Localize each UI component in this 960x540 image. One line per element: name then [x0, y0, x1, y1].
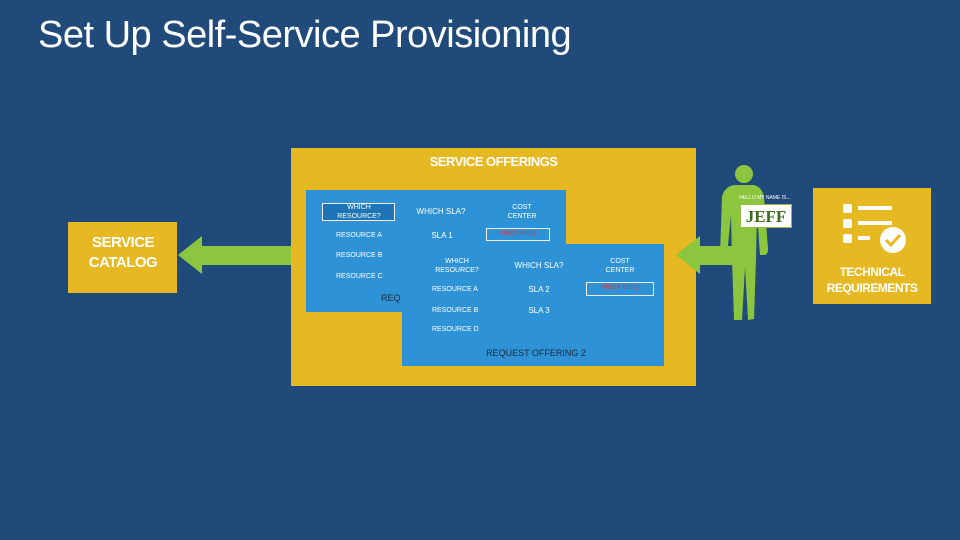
card1-header-resource: WHICH RESOURCE?: [337, 204, 381, 220]
card2-sla-3: SLA 3: [528, 306, 550, 315]
card2-header-cost: COST CENTER: [605, 258, 635, 274]
technical-requirements-label: TECHNICAL REQUIREMENTS: [826, 265, 918, 295]
request-offering-card-2: [402, 244, 664, 366]
card2-resource-d: RESOURCE D: [432, 326, 479, 333]
card1-which-resource-box: [322, 203, 395, 221]
card2-request-label: REQUEST OFFERING 2: [486, 348, 586, 358]
card2-sla-2: SLA 2: [528, 285, 550, 294]
page-title: Set Up Self-Service Provisioning: [38, 14, 572, 56]
card2-header-resource: WHICH RESOURCE?: [435, 258, 479, 274]
checklist-icon: [843, 204, 906, 253]
card2-resource-b: RESOURCE B: [432, 307, 479, 314]
card1-resource-a: RESOURCE A: [336, 232, 382, 239]
left-arrow: [178, 236, 292, 274]
service-catalog-box: SERVICE CATALOG: [68, 222, 177, 293]
technical-requirements-box: TECHNICAL REQUIREMENTS: [813, 188, 931, 304]
card1-header-sla: WHICH SLA?: [416, 207, 466, 216]
nametag-greeting: HELLO MY NAME IS...: [739, 195, 791, 201]
card1-sla: SLA 1: [431, 231, 453, 240]
right-arrow: [676, 236, 740, 274]
service-catalog-label: SERVICE CATALOG: [88, 234, 158, 271]
card1-resource-c: RESOURCE C: [336, 273, 383, 280]
card2-header-sla: WHICH SLA?: [514, 261, 564, 270]
card1-cost-input[interactable]: <text> entry: [486, 228, 550, 241]
card1-request-label: REQ: [381, 293, 401, 303]
card2-resource-a: RESOURCE A: [432, 286, 478, 293]
card1-resource-b: RESOURCE B: [336, 252, 383, 259]
service-offerings-title: SERVICE OFFERINGS: [429, 154, 558, 169]
card2-cost-input[interactable]: <text> entry: [586, 282, 654, 296]
card1-header-cost: COST CENTER: [507, 204, 537, 220]
nametag-name: JEFF: [740, 204, 792, 228]
user-silhouette-icon: [720, 165, 768, 320]
